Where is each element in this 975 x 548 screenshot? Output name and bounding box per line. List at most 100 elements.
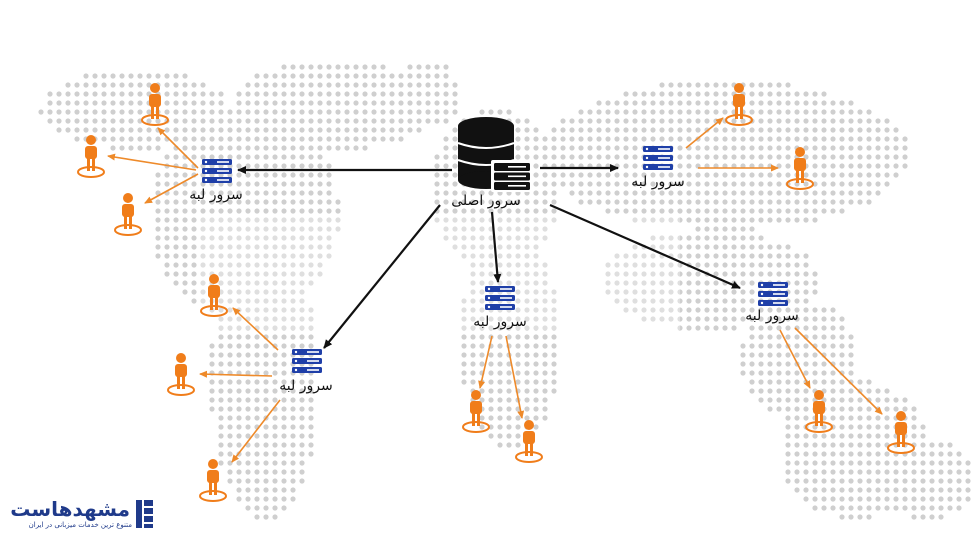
map-dot — [335, 82, 341, 88]
map-dot — [848, 478, 854, 484]
map-dot — [893, 145, 899, 151]
map-dot — [821, 307, 827, 313]
map-dot — [524, 379, 530, 385]
map-dot — [461, 352, 467, 358]
map-dot — [326, 136, 332, 142]
map-dot — [281, 253, 287, 259]
map-dot — [758, 82, 764, 88]
map-dot — [443, 100, 449, 106]
map-dot — [272, 109, 278, 115]
map-dot — [524, 244, 530, 250]
map-dot — [821, 163, 827, 169]
map-dot — [272, 496, 278, 502]
map-dot — [488, 280, 494, 286]
map-dot — [461, 298, 467, 304]
map-dot — [317, 235, 323, 241]
user-icon — [462, 389, 490, 433]
map-dot — [470, 298, 476, 304]
map-dot — [569, 145, 575, 151]
map-dot — [731, 271, 737, 277]
map-dot — [425, 73, 431, 79]
map-dot — [641, 316, 647, 322]
map-dot — [218, 235, 224, 241]
map-dot — [605, 172, 611, 178]
map-dot — [821, 379, 827, 385]
map-dot — [398, 127, 404, 133]
map-dot — [524, 154, 530, 160]
map-dot — [290, 217, 296, 223]
map-dot — [236, 316, 242, 322]
map-dot — [308, 217, 314, 223]
map-dot — [632, 280, 638, 286]
arrow-center-u1 — [478, 335, 493, 389]
map-dot — [902, 496, 908, 502]
map-dot — [281, 181, 287, 187]
map-dot — [182, 118, 188, 124]
map-dot — [452, 127, 458, 133]
map-dot — [686, 172, 692, 178]
map-dot — [848, 379, 854, 385]
map-dot — [848, 487, 854, 493]
map-dot — [110, 91, 116, 97]
map-dot — [623, 271, 629, 277]
map-dot — [227, 289, 233, 295]
map-dot — [155, 181, 161, 187]
map-dot — [866, 433, 872, 439]
map-dot — [749, 145, 755, 151]
map-dot — [848, 361, 854, 367]
map-dot — [200, 298, 206, 304]
map-dot — [218, 343, 224, 349]
map-dot — [866, 127, 872, 133]
map-dot — [173, 235, 179, 241]
map-dot — [902, 136, 908, 142]
map-dot — [623, 100, 629, 106]
map-dot — [713, 253, 719, 259]
map-dot — [713, 208, 719, 214]
map-dot — [821, 91, 827, 97]
map-dot — [281, 406, 287, 412]
map-dot — [758, 379, 764, 385]
map-dot — [272, 127, 278, 133]
map-dot — [344, 127, 350, 133]
map-dot — [236, 388, 242, 394]
map-dot — [830, 208, 836, 214]
map-dot — [209, 262, 215, 268]
map-dot — [794, 343, 800, 349]
map-dot — [668, 271, 674, 277]
map-dot — [236, 253, 242, 259]
map-dot — [632, 253, 638, 259]
arrow-to-sw — [323, 204, 441, 349]
map-dot — [821, 334, 827, 340]
map-dot — [920, 451, 926, 457]
map-dot — [272, 154, 278, 160]
map-dot — [812, 154, 818, 160]
map-dot — [47, 118, 53, 124]
map-dot — [47, 109, 53, 115]
map-dot — [497, 244, 503, 250]
map-dot — [614, 118, 620, 124]
map-dot — [776, 127, 782, 133]
map-dot — [182, 217, 188, 223]
map-dot — [758, 253, 764, 259]
map-dot — [218, 388, 224, 394]
map-dot — [443, 181, 449, 187]
map-dot — [272, 172, 278, 178]
map-dot — [254, 433, 260, 439]
map-dot — [533, 262, 539, 268]
map-dot — [191, 289, 197, 295]
map-dot — [92, 100, 98, 106]
map-dot — [281, 424, 287, 430]
map-dot — [290, 451, 296, 457]
map-dot — [848, 514, 854, 520]
map-dot — [254, 334, 260, 340]
map-dot — [290, 181, 296, 187]
map-dot — [803, 217, 809, 223]
map-dot — [542, 361, 548, 367]
map-dot — [245, 190, 251, 196]
map-dot — [254, 280, 260, 286]
map-dot — [245, 361, 251, 367]
map-dot — [236, 442, 242, 448]
map-dot — [830, 451, 836, 457]
map-dot — [272, 316, 278, 322]
map-dot — [272, 469, 278, 475]
